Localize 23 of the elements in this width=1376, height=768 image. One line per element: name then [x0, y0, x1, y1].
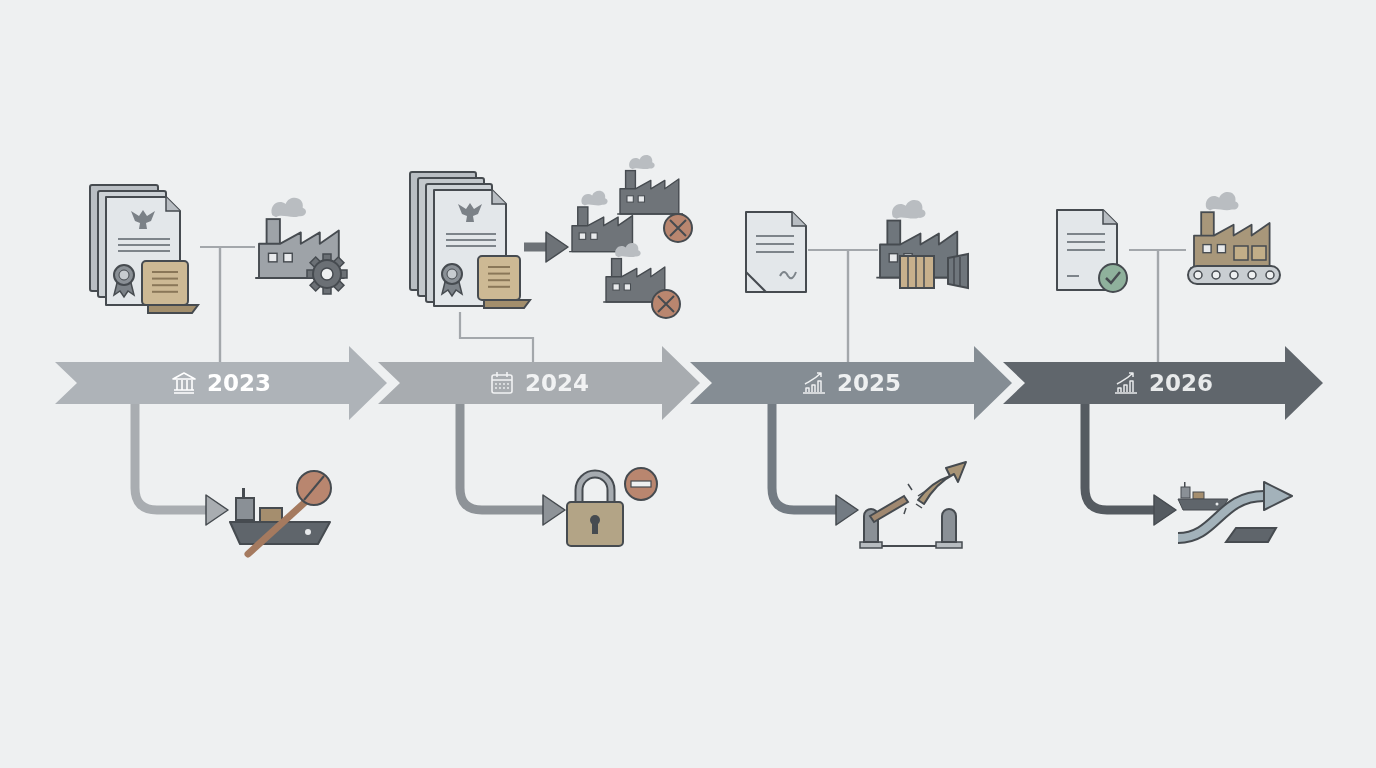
year-label: 2025 — [837, 370, 901, 396]
year-label: 2024 — [525, 370, 589, 396]
bent-arrow — [1080, 404, 1177, 526]
year-label: 2026 — [1149, 370, 1213, 396]
bent-arrow — [130, 404, 229, 526]
document-drawing — [744, 210, 808, 294]
year-banner — [690, 346, 1012, 420]
bent-arrow — [767, 404, 859, 526]
year-banner — [1003, 346, 1323, 420]
prohibited-ship-drawing — [228, 468, 332, 558]
factory-drawing — [878, 198, 970, 290]
padlock-drawing — [565, 466, 661, 548]
closed-factories-drawing — [568, 156, 696, 322]
year-banner — [55, 346, 387, 420]
year-banner — [378, 346, 700, 420]
connector-line — [458, 312, 535, 362]
connector-line — [218, 245, 255, 362]
connector-line — [846, 248, 878, 362]
approved-document-drawing — [1055, 208, 1129, 294]
year-label: 2023 — [207, 370, 271, 396]
connector-line — [1156, 248, 1186, 362]
bent-arrow — [455, 404, 566, 526]
certificate-documents-drawing — [88, 183, 200, 315]
